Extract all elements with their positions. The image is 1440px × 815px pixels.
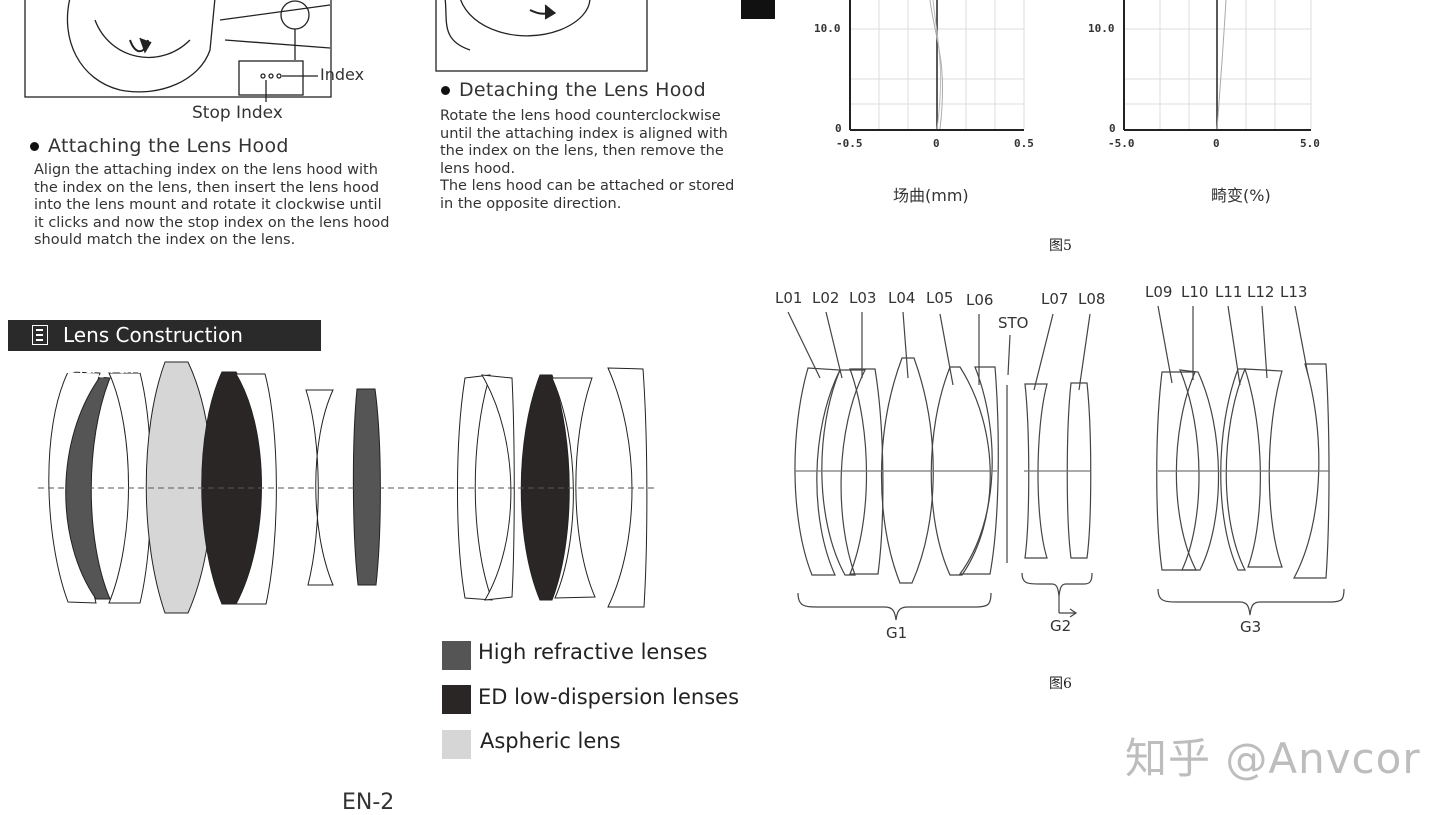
legend-label-high-refractive: High refractive lenses [478,640,708,664]
fc-x-tick: 0.5 [1014,137,1034,150]
lens-label: L01 [775,289,803,307]
fc-x-tick: 0 [933,137,940,150]
fig6-lens-system [787,305,1345,621]
index-label: Index [320,65,365,84]
sto-label: STO [998,314,1029,332]
group-label: G2 [1050,617,1072,635]
bullet-icon [441,86,450,95]
fc-axis-label: 场曲(mm) [893,186,969,205]
lens-label: L12 [1247,283,1275,301]
construction-title: Lens Construction Diagram [63,323,243,378]
lens-construction-diagram [38,361,655,614]
page-label: EN-2 [342,790,395,815]
dist-x-tick: 0 [1213,137,1220,150]
fig5-caption: 图5 [1049,238,1072,254]
lens-label: L13 [1280,283,1308,301]
lens-label: L09 [1145,283,1173,301]
detaching-body: Rotate the lens hood counterclockwise un… [440,108,735,212]
dist-y-tick-bottom: 0 [1109,122,1116,135]
fc-y-tick-top: 10.0 [814,22,841,35]
legend-label-ed: ED low-dispersion lenses [478,685,740,709]
lens-label: L04 [888,289,916,307]
black-block [741,0,775,19]
legend-swatch-ed [442,685,471,714]
attaching-heading: Attaching the Lens Hood [30,135,289,157]
bullet-icon [30,142,39,151]
distortion-plot [1123,0,1312,131]
construction-banner: Lens Construction Diagram [8,320,321,378]
dist-x-tick: -5.0 [1108,137,1135,150]
lens-label: L05 [926,289,954,307]
hood-attach-illustration [24,0,332,102]
attaching-title: Attaching the Lens Hood [48,135,289,157]
fc-y-tick-bottom: 0 [835,122,842,135]
dist-axis-label: 畸变(%) [1211,186,1271,205]
detaching-title: Detaching the Lens Hood [459,79,706,101]
lens-label: L06 [966,291,994,309]
legend-label-aspheric: Aspheric lens [480,729,621,753]
group-label: G3 [1240,618,1262,636]
stop-index-label: Stop Index [192,103,283,123]
detaching-heading: Detaching the Lens Hood [441,79,706,101]
attaching-body: Align the attaching index on the lens ho… [34,162,390,248]
hood-detach-illustration [435,0,648,72]
legend-swatch-aspheric [442,730,471,759]
lens-label: L11 [1215,283,1243,301]
watermark: 知乎 @Anvcor [1125,734,1421,783]
field-curvature-plot [849,0,1025,131]
lens-label: L10 [1181,283,1209,301]
lens-label: L08 [1078,290,1106,308]
document-icon [32,325,48,345]
dist-x-tick: 5.0 [1300,137,1320,150]
dist-y-tick-top: 10.0 [1088,22,1115,35]
fig6-caption: 图6 [1049,676,1072,692]
lens-label: L02 [812,289,840,307]
group-label: G1 [886,624,908,642]
legend-swatch-high-refractive [442,641,471,670]
fc-x-tick: -0.5 [836,137,863,150]
lens-label: L07 [1041,290,1069,308]
lens-label: L03 [849,289,877,307]
